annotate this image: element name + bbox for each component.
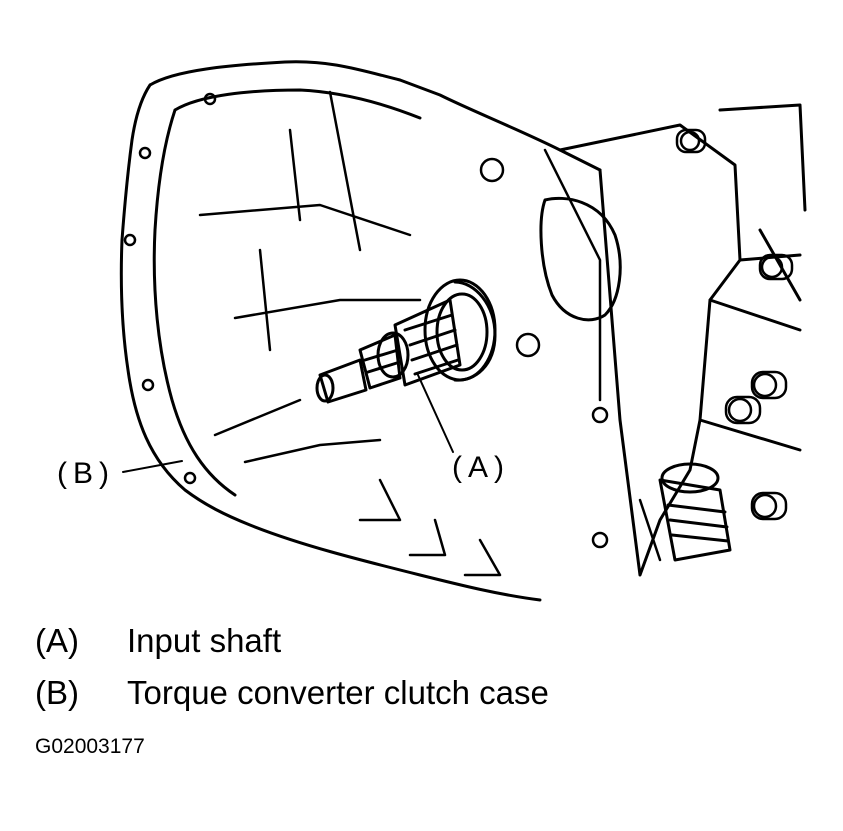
- leader-line-a: [417, 374, 454, 453]
- input-shaft: [315, 278, 497, 404]
- housing-side-panel: [558, 123, 742, 577]
- callout-b-label: (B): [57, 457, 115, 490]
- flange-bolt-holes: [123, 92, 609, 549]
- callout-a-label: (A): [452, 451, 510, 484]
- output-shaft: [658, 462, 732, 562]
- case-ribs: [198, 90, 662, 577]
- leader-line-b: [122, 460, 183, 473]
- figure-code: G02003177: [35, 735, 145, 758]
- housing-bolts: [675, 128, 794, 521]
- legend-text: Torque converter clutch case: [127, 674, 549, 711]
- bell-housing-opening: [539, 196, 622, 322]
- clutch-case-inner-edge: [152, 88, 422, 497]
- legend-key: (B): [35, 674, 79, 711]
- legend-key: (A): [35, 622, 79, 659]
- clutch-case-outline: [119, 60, 602, 602]
- legend-text: Input shaft: [127, 622, 282, 659]
- transmission-illustration: [119, 60, 807, 602]
